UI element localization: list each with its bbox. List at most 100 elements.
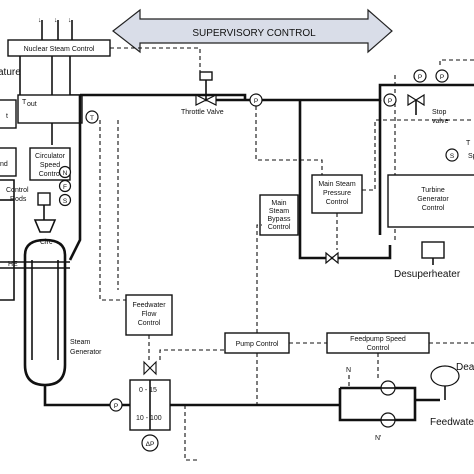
throttle-valve xyxy=(195,71,217,106)
tout-frame xyxy=(17,94,83,124)
instrument-p-right-2 xyxy=(435,69,449,83)
supervisory-control-banner: SUPERVISORY CONTROL xyxy=(112,8,393,54)
instrument-n-circ xyxy=(58,165,72,179)
instrument-t-steam-label: T xyxy=(90,115,94,122)
left-block-mid-label: nd xyxy=(0,161,8,168)
instrument-p-right-3 xyxy=(383,93,397,107)
signal-bottom xyxy=(184,405,200,461)
main-steam-header xyxy=(80,93,247,100)
main-steam-bypass-control-block xyxy=(259,194,299,236)
fsc-line-2: Control xyxy=(367,345,390,352)
instrument-f-circ-label: F xyxy=(63,184,67,191)
csc-line-3: Control xyxy=(39,171,62,178)
banner-label: SUPERVISORY CONTROL xyxy=(192,28,316,39)
reactor-vessel xyxy=(0,179,15,301)
instrument-n-circ-label: N xyxy=(63,170,68,177)
steam-generator-label-2: Generator xyxy=(70,349,102,356)
instrument-p-right-1-label: P xyxy=(418,74,422,81)
circulator-pump xyxy=(33,192,57,233)
csc-line-1: Circulator xyxy=(35,153,66,160)
pump-discharge xyxy=(395,386,417,422)
mspc-line-3: Control xyxy=(326,199,349,206)
sp-right-label: Sp xyxy=(468,153,474,160)
left-control-block-top xyxy=(0,99,17,129)
instrument-p-right-3-label: P xyxy=(388,98,392,105)
feedpump-upper xyxy=(380,380,396,396)
instrument-f-circ xyxy=(58,179,72,193)
steam-generator-vessel xyxy=(0,238,70,387)
top-signal-arrows: ↓ ↓ ↓ xyxy=(38,17,73,40)
instrument-dp-label: ΔP xyxy=(146,441,155,448)
signal-top-right xyxy=(439,59,474,65)
throttle-valve-label: Throttle Valve xyxy=(181,109,224,116)
signal-to-throttle xyxy=(110,47,201,72)
arrow-down-2: ↓ xyxy=(54,17,58,24)
bypass-valve xyxy=(325,251,339,265)
instrument-s-circ xyxy=(58,193,72,207)
bypass-to-desuper xyxy=(330,245,392,260)
arrow-down-3: ↓ xyxy=(68,17,72,24)
signal-pump-up xyxy=(256,224,262,333)
left-block-top-label: t xyxy=(6,113,8,120)
csc-line-2: Speed xyxy=(40,162,60,169)
msbc-line-2: Steam xyxy=(269,208,289,215)
tgc-line-1: Turbine xyxy=(421,187,445,194)
main-steam-line xyxy=(205,83,474,102)
fsc-line-1: Feedpump Speed xyxy=(350,336,406,343)
feedwater-label: Feedwate xyxy=(430,417,474,428)
feedwater-inlet xyxy=(43,385,130,407)
steam-generator-label-1: Steam xyxy=(70,339,90,346)
gauge-n-label: N xyxy=(346,367,351,374)
instrument-t-steam xyxy=(85,110,99,124)
instrument-s-circ-label: S xyxy=(63,198,68,205)
instrument-p-right-2-label: P xyxy=(440,74,444,81)
steam-riser xyxy=(68,95,82,261)
double-arrow-shape xyxy=(112,8,393,54)
tout-label: T xyxy=(22,99,27,106)
tgc-line-3: Control xyxy=(422,205,445,212)
signal-mid xyxy=(69,56,85,96)
mspc-line-1: Main Steam xyxy=(318,181,356,188)
instrument-p-feed-label: P xyxy=(114,403,118,410)
msbc-line-3: Bypass xyxy=(268,216,291,223)
ffc-line-2: Flow xyxy=(142,311,158,318)
mspc-line-2: Pressure xyxy=(323,190,351,197)
msbc-line-4: Control xyxy=(268,224,291,231)
desuperheater xyxy=(421,241,445,265)
ffc-line-3: Control xyxy=(138,320,161,327)
circ-label: Circ xyxy=(40,239,53,246)
signal-t-to-ffc xyxy=(99,120,126,301)
control-rods-label-1: Control xyxy=(6,187,29,194)
left-control-block-mid xyxy=(0,147,17,177)
instrument-s-turbine-label: S xyxy=(450,153,455,160)
tout-sub: out xyxy=(27,101,37,108)
main-steam-pressure-control-block xyxy=(311,174,363,214)
instrument-dp xyxy=(141,434,159,452)
feedpump-lower xyxy=(380,412,396,428)
stop-valve-label-1: Stop xyxy=(432,109,447,116)
desuperheater-label: Desuperheater xyxy=(394,269,461,280)
control-rods-label-2: Rods xyxy=(10,196,27,203)
turbine-generator-control-block xyxy=(387,174,474,228)
dp-range-bottom: 10 - 100 xyxy=(136,415,162,422)
feedwater-flow-control-block xyxy=(125,294,173,336)
tgc-line-2: Generator xyxy=(417,196,449,203)
ffc-line-1: Feedwater xyxy=(132,302,166,309)
instrument-s-turbine xyxy=(445,148,459,162)
dp-range-top: 0 - 15 xyxy=(139,387,157,394)
flow-measurement-assembly xyxy=(129,360,171,431)
stop-valve-label-2: valve xyxy=(432,118,448,125)
signal-p-to-mspc xyxy=(255,106,323,175)
instrument-p-right-1 xyxy=(413,69,427,83)
gauge-ni-label: N' xyxy=(375,435,381,442)
stop-valve xyxy=(407,93,425,115)
nuclear-steam-control-label: Nuclear Steam Control xyxy=(24,46,95,53)
temperature-label-partial: ature xyxy=(0,67,21,78)
signal-to-pump-control xyxy=(159,349,225,360)
arrow-down-1: ↓ xyxy=(38,17,42,24)
deaerator-label: Dea xyxy=(456,362,474,373)
t-right-label: T xyxy=(466,140,471,147)
pump-manifold-lower xyxy=(338,388,381,422)
pump-control-label: Pump Control xyxy=(236,341,279,348)
